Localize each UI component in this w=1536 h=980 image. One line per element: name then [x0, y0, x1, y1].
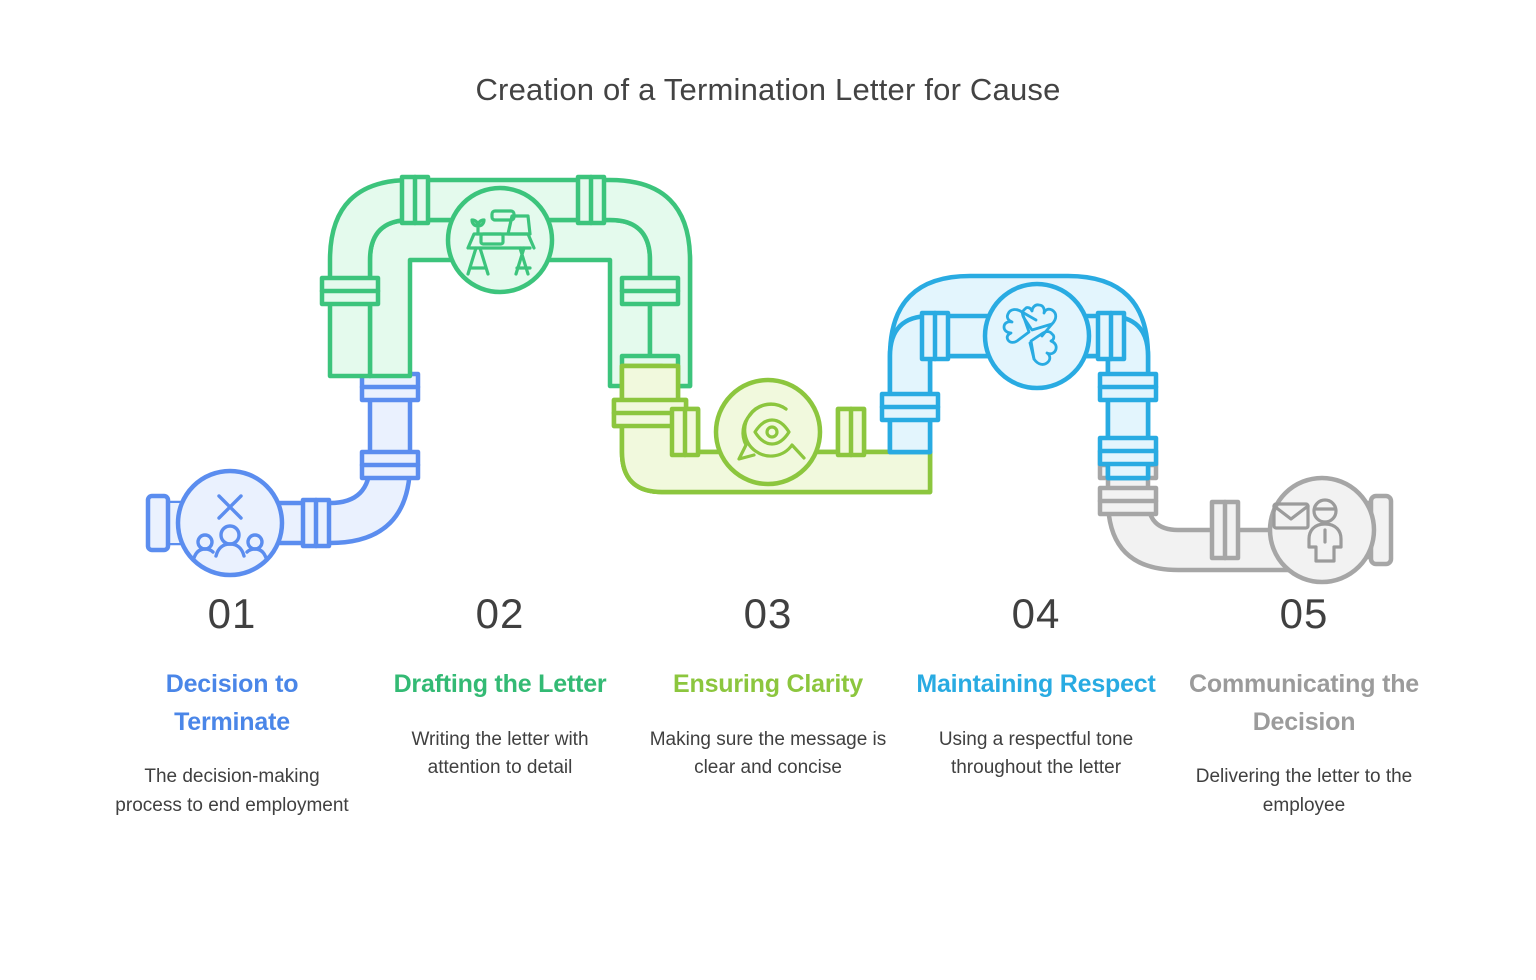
envelope-person-icon — [1272, 498, 1343, 563]
group-with-x-icon — [192, 494, 268, 560]
step-3-icon-node — [713, 377, 823, 487]
desk-workspace-icon — [466, 209, 536, 276]
step-item-05: 05 Communicating the Decision Delivering… — [1170, 590, 1438, 820]
step-number: 04 — [1011, 590, 1061, 637]
step-description: Delivering the letter to the employee — [1195, 766, 1413, 816]
step-1-icon-node — [175, 468, 285, 578]
step-title: Drafting the Letter — [393, 670, 607, 699]
step-4-icon-node — [982, 281, 1092, 391]
step-description: The decision-making process to end emplo… — [115, 766, 349, 816]
step-number: 01 — [207, 590, 257, 637]
step-title: Communicating the Decision — [1189, 670, 1419, 736]
step-2-icon-node — [445, 185, 555, 295]
step-description: Making sure the message is clear and con… — [649, 728, 887, 779]
step-number: 02 — [475, 590, 525, 637]
joined-hands-icon — [1002, 303, 1058, 366]
magnifier-eye-icon — [737, 402, 806, 461]
step-title: Decision to Terminate — [165, 670, 299, 736]
step-5-icon-node — [1267, 475, 1377, 585]
step-number: 03 — [743, 590, 793, 637]
step-item-03: 03 Ensuring Clarity Making sure the mess… — [634, 590, 902, 783]
step-item-02: 02 Drafting the Letter Writing the lette… — [366, 590, 634, 783]
step-item-04: 04 Maintaining Respect Using a respectfu… — [902, 590, 1170, 783]
page-title: Creation of a Termination Letter for Cau… — [475, 72, 1061, 107]
steps-list: 01 Decision to Terminate The decision-ma… — [0, 590, 1536, 820]
step-number: 05 — [1279, 590, 1329, 637]
step-title: Maintaining Respect — [916, 670, 1156, 699]
step-title: Ensuring Clarity — [673, 670, 863, 699]
step-description: Writing the letter with attention to det… — [411, 728, 589, 779]
step-description: Using a respectful tone throughout the l… — [938, 728, 1134, 779]
step-item-01: 01 Decision to Terminate The decision-ma… — [98, 590, 366, 820]
